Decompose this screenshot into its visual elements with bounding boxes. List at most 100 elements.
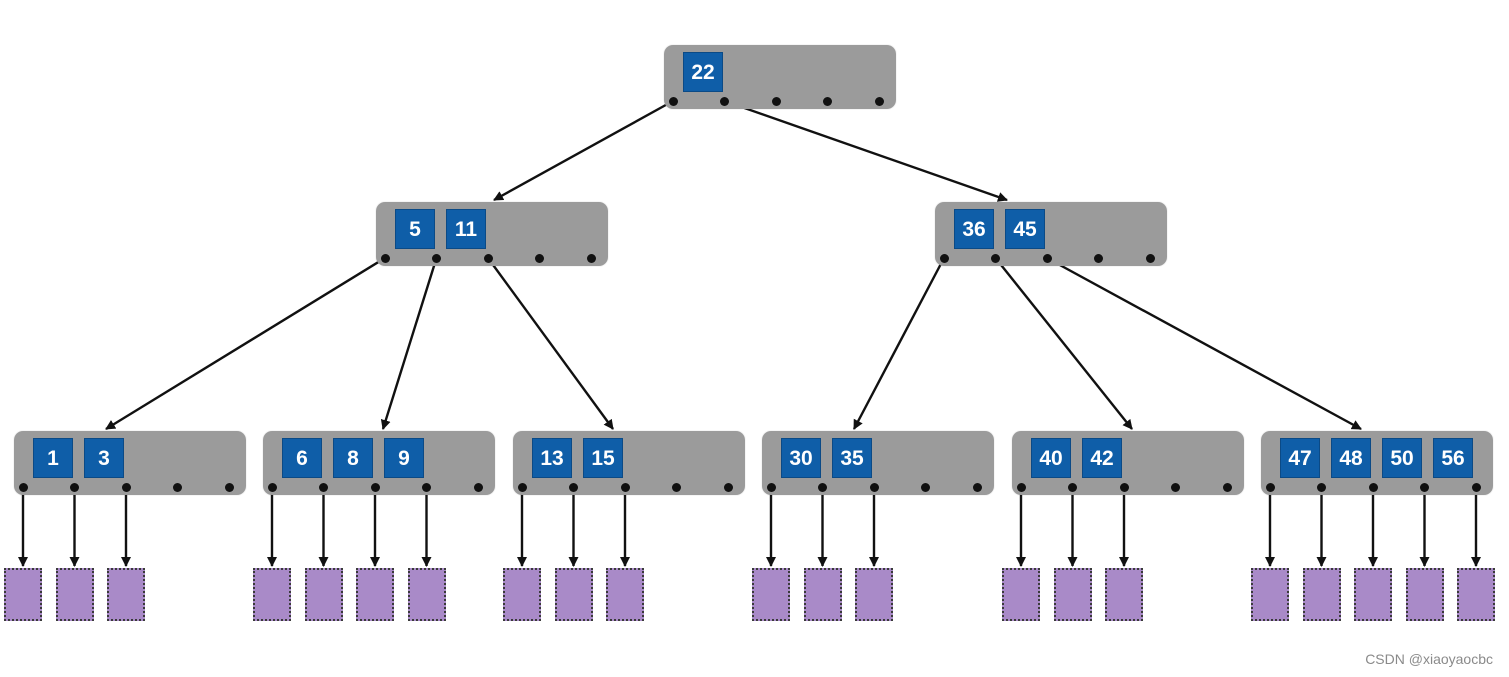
pointer-dot [672, 482, 681, 492]
key-cell: 15 [583, 438, 623, 478]
data-page-block [356, 568, 394, 621]
pointer-dot [267, 482, 277, 492]
key-cell: 45 [1005, 209, 1045, 249]
key-cell: 48 [1331, 438, 1371, 478]
data-page-block [554, 568, 593, 621]
key-cell: 40 [1031, 438, 1071, 478]
data-page-block [606, 568, 644, 621]
level2-node: 13 15 [513, 431, 745, 495]
data-page-block [1354, 568, 1392, 621]
internal-node: 36 45 [935, 202, 1167, 266]
level2-node: 40 42 [1012, 431, 1244, 495]
data-page-block [503, 568, 541, 621]
pointer-dot [473, 482, 483, 492]
pointer-dot [70, 482, 79, 492]
pointer-arrow [724, 99, 1008, 202]
data-page-block [752, 568, 790, 621]
key-cell: 5 [395, 209, 435, 249]
pointer-dot [569, 482, 578, 492]
pointer-dot [173, 482, 182, 492]
key-cell: 9 [384, 438, 424, 478]
pointer-dot [869, 482, 879, 492]
root-node: 22 [664, 45, 896, 109]
pointer-arrow [493, 99, 674, 202]
pointer-dot [121, 482, 131, 492]
data-page-block [1457, 568, 1495, 621]
pointer-dot [422, 482, 431, 492]
key-cell: 47 [1280, 438, 1320, 478]
data-page-block [855, 568, 893, 621]
data-page-block [55, 568, 94, 621]
pointer-dot [432, 253, 441, 263]
internal-node: 5 11 [376, 202, 608, 266]
pointer-dot [991, 253, 1000, 263]
pointer-arrow [105, 256, 386, 431]
pointer-dot [939, 253, 949, 263]
pointer-dot [1016, 482, 1026, 492]
pointer-dot [771, 96, 781, 106]
pointer-dot [1145, 253, 1155, 263]
pointer-dot [668, 96, 678, 106]
pointer-dot [818, 482, 827, 492]
data-page-block [407, 568, 446, 621]
key-cell: 22 [683, 52, 723, 92]
pointer-dot [370, 482, 380, 492]
data-page-block [1405, 568, 1444, 621]
pointer-dot [972, 482, 982, 492]
key-cell: 30 [781, 438, 821, 478]
pointer-dot [620, 482, 630, 492]
pointer-dot [319, 482, 328, 492]
level2-node: 30 35 [762, 431, 994, 495]
pointer-dot [483, 253, 493, 263]
pointer-dot [720, 96, 729, 106]
pointer-dot [1171, 482, 1180, 492]
pointer-dot [535, 253, 544, 263]
data-page-block [304, 568, 343, 621]
pointer-arrow [852, 257, 946, 430]
data-page-block [803, 568, 842, 621]
pointer-dot [224, 482, 234, 492]
pointer-arrow [994, 257, 1133, 430]
key-cell: 42 [1082, 438, 1122, 478]
pointer-dot [1068, 482, 1077, 492]
data-page-block [1302, 568, 1341, 621]
level2-node: 47 48 50 56 [1261, 431, 1493, 495]
pointer-dot [1420, 482, 1429, 492]
key-cell: 50 [1382, 438, 1422, 478]
pointer-dot [586, 253, 596, 263]
pointer-dot [723, 482, 733, 492]
pointer-dot [380, 253, 390, 263]
key-cell: 11 [446, 209, 486, 249]
key-cell: 56 [1433, 438, 1473, 478]
data-page-block [253, 568, 291, 621]
data-page-block [1002, 568, 1040, 621]
pointer-arrow [487, 257, 614, 430]
pointer-dot [517, 482, 527, 492]
key-cell: 3 [84, 438, 124, 478]
pointer-dot [766, 482, 776, 492]
data-page-block [4, 568, 42, 621]
pointer-dot [921, 482, 930, 492]
data-page-block [107, 568, 145, 621]
key-cell: 8 [333, 438, 373, 478]
key-cell: 6 [282, 438, 322, 478]
pointer-dot [1222, 482, 1232, 492]
pointer-dot [1368, 482, 1378, 492]
key-cell: 36 [954, 209, 994, 249]
pointer-dot [18, 482, 28, 492]
pointer-dot [1042, 253, 1052, 263]
pointer-dot [823, 96, 832, 106]
key-cell: 13 [532, 438, 572, 478]
data-page-block [1053, 568, 1092, 621]
pointer-dot [1119, 482, 1129, 492]
watermark: CSDN @xiaoyaocbc [1365, 651, 1493, 667]
pointer-dot [874, 96, 884, 106]
pointer-dot [1265, 482, 1275, 492]
data-page-block [1105, 568, 1143, 621]
key-cell: 35 [832, 438, 872, 478]
data-page-block [1251, 568, 1289, 621]
